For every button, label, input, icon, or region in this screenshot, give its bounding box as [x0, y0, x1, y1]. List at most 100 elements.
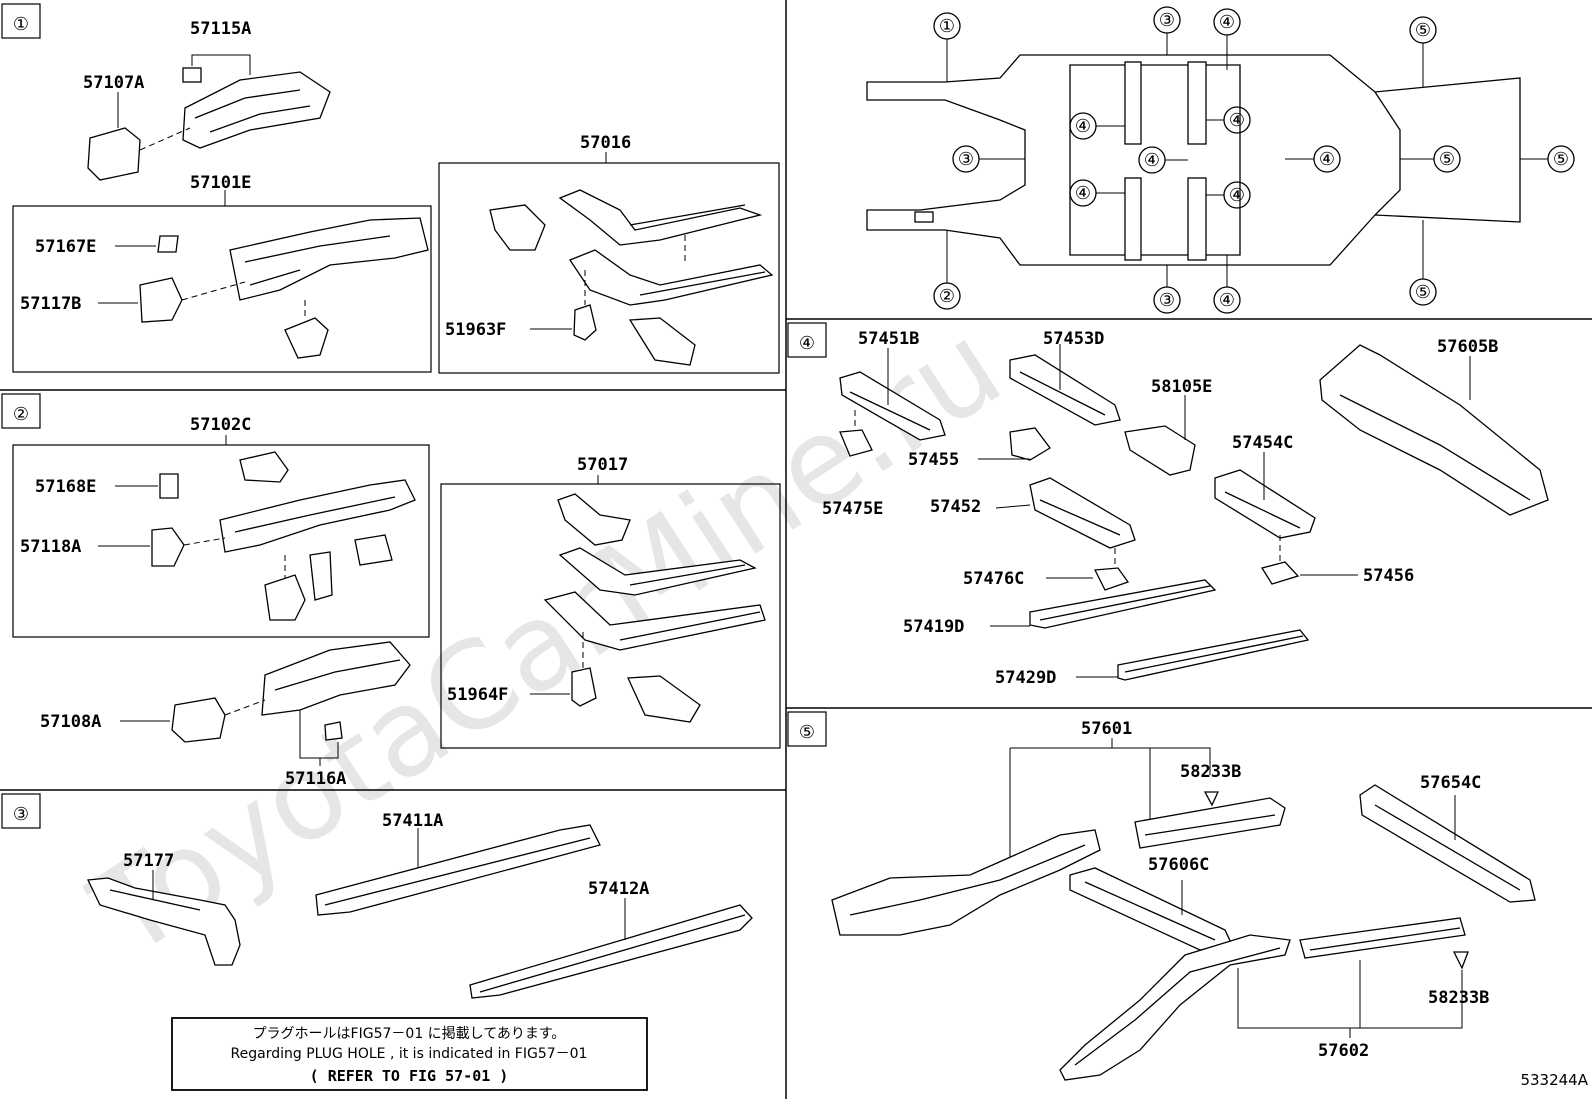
crossmember-1: [1124, 61, 1142, 145]
part-58233B-bot-shape: [1452, 951, 1469, 970]
part-labels: 57115A 57107A 57101E 57167E 57117B 57016…: [20, 19, 1498, 1061]
svg-text:⑤: ⑤: [1439, 149, 1455, 170]
label-57476C: 57476C: [963, 569, 1024, 589]
section-tag-2: ②: [1, 393, 41, 429]
part-57602-rear: [1299, 917, 1466, 959]
label-57411A: 57411A: [382, 811, 443, 831]
part-57601-main: [831, 829, 1101, 936]
label-57101E: 57101E: [190, 173, 251, 193]
section-2: [12, 435, 781, 766]
svg-text:④: ④: [1219, 12, 1235, 33]
part-51964F-shape: [571, 667, 597, 707]
callout-4-top: ④: [1213, 8, 1241, 70]
part-5710x-bracket: [284, 317, 329, 359]
part-5710x-bracket-b: [309, 551, 333, 601]
part-57451B-shape: [839, 371, 946, 441]
label-57167E: 57167E: [35, 237, 96, 257]
note-box: プラグホールはFIG57－01 に掲載してあります。 Regarding PLU…: [171, 1017, 648, 1091]
part-5710x-bracket-a: [264, 574, 306, 621]
svg-text:④: ④: [1144, 150, 1160, 171]
part-57102C-top: [239, 451, 289, 483]
callout-4-bottom: ④: [1213, 255, 1241, 314]
label-57117B: 57117B: [20, 294, 81, 314]
part-57017-rear: [627, 675, 701, 723]
callout-4-b: ④: [1206, 106, 1251, 134]
group-box-57101E: [12, 205, 432, 373]
part-57411A-shape: [315, 824, 601, 916]
part-57167E-shape: [157, 235, 179, 253]
part-57475E-shape: [839, 429, 873, 457]
callout-5-top: ⑤: [1409, 16, 1437, 88]
label-57606C: 57606C: [1148, 855, 1209, 875]
section-tag-3: ③: [1, 793, 41, 829]
part-57116A-clip: [324, 721, 343, 741]
part-57455-shape: [1009, 427, 1051, 461]
part-57108A-shape: [171, 697, 226, 743]
svg-text:⑤: ⑤: [799, 722, 815, 743]
svg-text:③: ③: [958, 149, 974, 170]
svg-text:②: ②: [13, 404, 29, 425]
crossmember-4: [1187, 177, 1207, 261]
section-1: [12, 54, 780, 374]
part-58105E-shape: [1124, 425, 1196, 476]
svg-text:③: ③: [1159, 10, 1175, 31]
label-57116A: 57116A: [285, 769, 346, 789]
crossmember-2: [1124, 177, 1142, 261]
note-line-3: ( REFER TO FIG 57-01 ): [310, 1067, 509, 1085]
label-57456: 57456: [1363, 566, 1414, 586]
part-58233B-top-shape: [1203, 791, 1220, 807]
svg-text:④: ④: [1075, 183, 1091, 204]
label-57455: 57455: [908, 450, 959, 470]
part-57117B-shape: [139, 277, 183, 323]
callout-4-a: ④: [1069, 112, 1125, 140]
label-51963F: 51963F: [445, 320, 506, 340]
callout-5-right: ⑤: [1520, 145, 1575, 173]
label-57115A: 57115A: [190, 19, 251, 39]
part-57412A-shape: [469, 904, 753, 999]
part-57017-bracket: [557, 493, 631, 546]
part-57016-rear: [628, 317, 696, 366]
svg-text:④: ④: [1229, 185, 1245, 206]
part-57017-upper: [558, 547, 757, 596]
part-57115A-shape: [182, 71, 331, 149]
part-57102C-rail: [219, 479, 416, 553]
part-57016-bracket: [489, 204, 546, 251]
callout-3-top: ③: [1153, 6, 1181, 55]
part-57016-upper: [558, 189, 763, 246]
svg-text:③: ③: [1159, 290, 1175, 311]
callout-3-left: ③: [952, 145, 1025, 173]
svg-text:④: ④: [799, 333, 815, 354]
part-57601-rear: [1134, 797, 1286, 849]
label-57602: 57602: [1318, 1041, 1369, 1061]
label-57017: 57017: [577, 455, 628, 475]
section-tag-4: ④: [787, 322, 827, 358]
part-5710x-bracket-c: [354, 534, 393, 566]
part-57654C-shape: [1359, 784, 1536, 903]
svg-text:④: ④: [1219, 290, 1235, 311]
label-57412A: 57412A: [588, 879, 649, 899]
part-57429D-shape: [1117, 629, 1310, 681]
part-51963F-shape: [573, 304, 597, 341]
group-box-57102C: [12, 444, 430, 638]
label-58233B-bottom: 58233B: [1428, 988, 1489, 1008]
part-57016-lower: [569, 249, 774, 306]
part-57017-lower: [543, 591, 766, 651]
label-58233B-top: 58233B: [1180, 762, 1241, 782]
svg-text:④: ④: [1075, 116, 1091, 137]
callout-2: ②: [933, 230, 961, 310]
label-57451B: 57451B: [858, 329, 919, 349]
note-line-1: プラグホールはFIG57－01 に掲載してあります。: [253, 1026, 566, 1042]
label-57107A: 57107A: [83, 73, 144, 93]
part-57456-shape: [1260, 561, 1300, 585]
svg-text:④: ④: [1319, 149, 1335, 170]
label-58105E: 58105E: [1151, 377, 1212, 397]
part-57454C-shape: [1214, 469, 1316, 539]
part-57107A-shape: [87, 127, 141, 181]
section-3: プラグホールはFIG57－01 に掲載してあります。 Regarding PLU…: [87, 824, 753, 1091]
section-tag-1: ①: [1, 3, 41, 39]
svg-text:③: ③: [13, 804, 29, 825]
label-57118A: 57118A: [20, 537, 81, 557]
callout-4-f: ④: [1206, 181, 1251, 209]
callout-5-mid: ⑤: [1400, 145, 1461, 173]
section-5: [831, 738, 1536, 1081]
